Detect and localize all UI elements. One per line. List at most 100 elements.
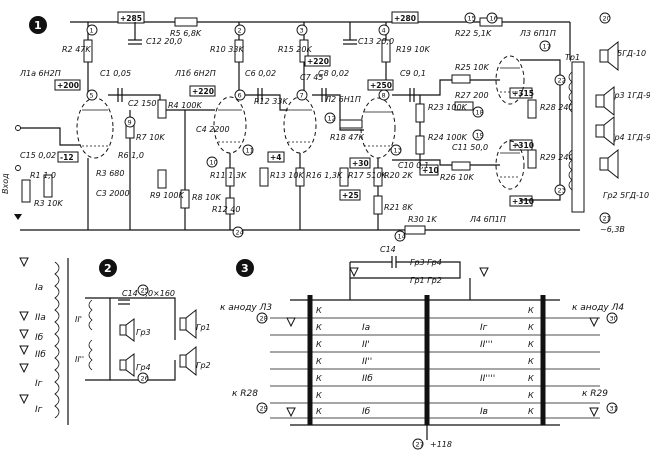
svg-text:30: 30: [610, 315, 618, 323]
output-transformer: [571, 61, 585, 213]
winding-Ia: Iа: [35, 283, 43, 293]
resistor-r8: [180, 189, 190, 209]
svg-text:К: К: [528, 391, 534, 400]
winding-rows: [270, 317, 600, 419]
resistor-r3: [43, 174, 53, 198]
section-2-terminals: [19, 257, 29, 405]
sec3-winding-Ia: Iа: [362, 323, 370, 333]
label-r5: R5 6,8K: [170, 29, 202, 38]
section-1-badge: [29, 16, 47, 34]
label-c12: C12 20,0: [146, 37, 182, 46]
svg-text:4: 4: [382, 27, 386, 35]
svg-text:1: 1: [90, 27, 94, 35]
label-r12-top: R12 33K: [254, 97, 288, 106]
ground-symbol-icon: [14, 214, 22, 220]
svg-text:25: 25: [141, 287, 149, 295]
label-tr1: Тр1: [565, 53, 580, 62]
tube-l2b: [360, 97, 396, 159]
label-sec2-gr3: Гр3: [136, 328, 151, 337]
svg-text:17: 17: [543, 43, 551, 51]
svg-text:6: 6: [238, 92, 242, 100]
label-gr3: Гр3 1ГД-9: [610, 91, 650, 100]
supply-label-310a: +310: [512, 141, 534, 150]
svg-text:27: 27: [416, 441, 424, 449]
supply-label-315: +315: [512, 89, 534, 98]
supply-box-30: [349, 157, 371, 169]
svg-text:21: 21: [603, 215, 611, 223]
svg-text:23: 23: [558, 187, 566, 195]
svg-text:12: 12: [328, 115, 336, 123]
svg-text:К: К: [316, 340, 322, 349]
svg-text:7: 7: [300, 92, 304, 100]
section-3-badge: [236, 259, 254, 277]
section-2-transformer: 2 Iа IIа Iб IIб Iг Iг II' II'': [19, 257, 211, 425]
coupling-capacitors: [117, 88, 415, 102]
label-r20: R20 2K: [384, 171, 413, 180]
label-c13: C13 20,0: [358, 37, 394, 46]
section-3-winding-layout: 3 C14 Гр3 Гр4 Гр1 Гр2 к аноду Л3 к R28 к…: [220, 245, 624, 450]
svg-text:20: 20: [603, 15, 611, 23]
label-tube-l4: Л4 6П1П: [469, 215, 506, 224]
speaker-gr1-icon: [599, 40, 619, 72]
label-r28: R28 240: [540, 103, 574, 112]
speakers: [595, 40, 619, 180]
sec3-winding-II1: II': [362, 340, 370, 350]
speaker-gr3-icon: [595, 85, 615, 117]
label-r23: R23 100K: [428, 103, 468, 112]
label-r19: R19 10K: [396, 45, 430, 54]
label-to-r28: к R28: [232, 389, 258, 399]
supply-box-200: [54, 79, 81, 91]
supply-box-220a: [189, 85, 216, 97]
supply-box-315: [509, 87, 533, 99]
label-to-r29: к R29: [582, 389, 608, 399]
label-to-anode-l4: к аноду Л4: [572, 303, 624, 313]
label-c3: C3 2000: [96, 189, 130, 198]
label-to-anode-l3: к аноду Л3: [220, 303, 272, 313]
label-r22: R22 5,1K: [455, 29, 492, 38]
supply-box-280: [391, 11, 419, 24]
label-filament: ~6,3В: [600, 225, 625, 234]
label-r17: R17 510K: [348, 171, 388, 180]
label-r11: R11 1,3K: [210, 171, 247, 180]
svg-text:31: 31: [610, 405, 618, 413]
tube-l4: [495, 140, 525, 190]
winding-IIb: IIб: [35, 350, 46, 360]
label-sec3-gr12: Гр1 Гр2: [410, 276, 442, 285]
section-2-badge: [99, 259, 117, 277]
sec3-winding-IIb: IIб: [362, 374, 373, 384]
node-markers: 1 2 3 4 5 6 7 8 9 10 11 12 13 14 15 16 1…: [86, 12, 611, 242]
supply-label-4: +4: [270, 153, 282, 162]
tube-l1a: [76, 97, 114, 159]
svg-text:К: К: [528, 306, 534, 315]
sec3-winding-Ib: Iб: [362, 407, 371, 417]
svg-text:К: К: [316, 306, 322, 315]
svg-text:11: 11: [246, 147, 254, 155]
sec3-winding-Iv: Iв: [480, 407, 488, 417]
label-input: Вход: [1, 173, 10, 194]
sec3-winding-II4: II'''': [480, 374, 495, 384]
supply-label-220a: +220: [192, 87, 214, 96]
resistor-r29: [527, 149, 537, 169]
label-c9: C9 0,1: [400, 69, 426, 78]
label-r15: R15 20K: [278, 45, 312, 54]
resistor-r25: [451, 74, 471, 84]
svg-text:8: 8: [382, 92, 386, 100]
winding-Ib: Iб: [35, 333, 44, 343]
svg-text:15: 15: [468, 15, 476, 23]
label-c7: C7 45: [300, 73, 323, 82]
label-r25: R25 10K: [455, 63, 489, 72]
label-sec2-II2: II'': [75, 355, 84, 364]
svg-text:3: 3: [300, 27, 304, 35]
speaker-gr2-small-icon: [179, 345, 197, 377]
label-r9: R9 100K: [150, 191, 184, 200]
supply-box-220b: [304, 55, 331, 67]
svg-text:18: 18: [476, 109, 484, 117]
winding-Ig2: Iг: [35, 405, 43, 415]
resistor-r9: [157, 169, 167, 189]
supply-box-250: [367, 79, 394, 91]
label-r3b: R3 680: [96, 169, 124, 178]
resistor-r26: [451, 161, 471, 171]
label-c15: C15 0,02: [20, 151, 56, 160]
resistor-r28: [527, 99, 537, 119]
svg-text:К: К: [528, 407, 534, 416]
